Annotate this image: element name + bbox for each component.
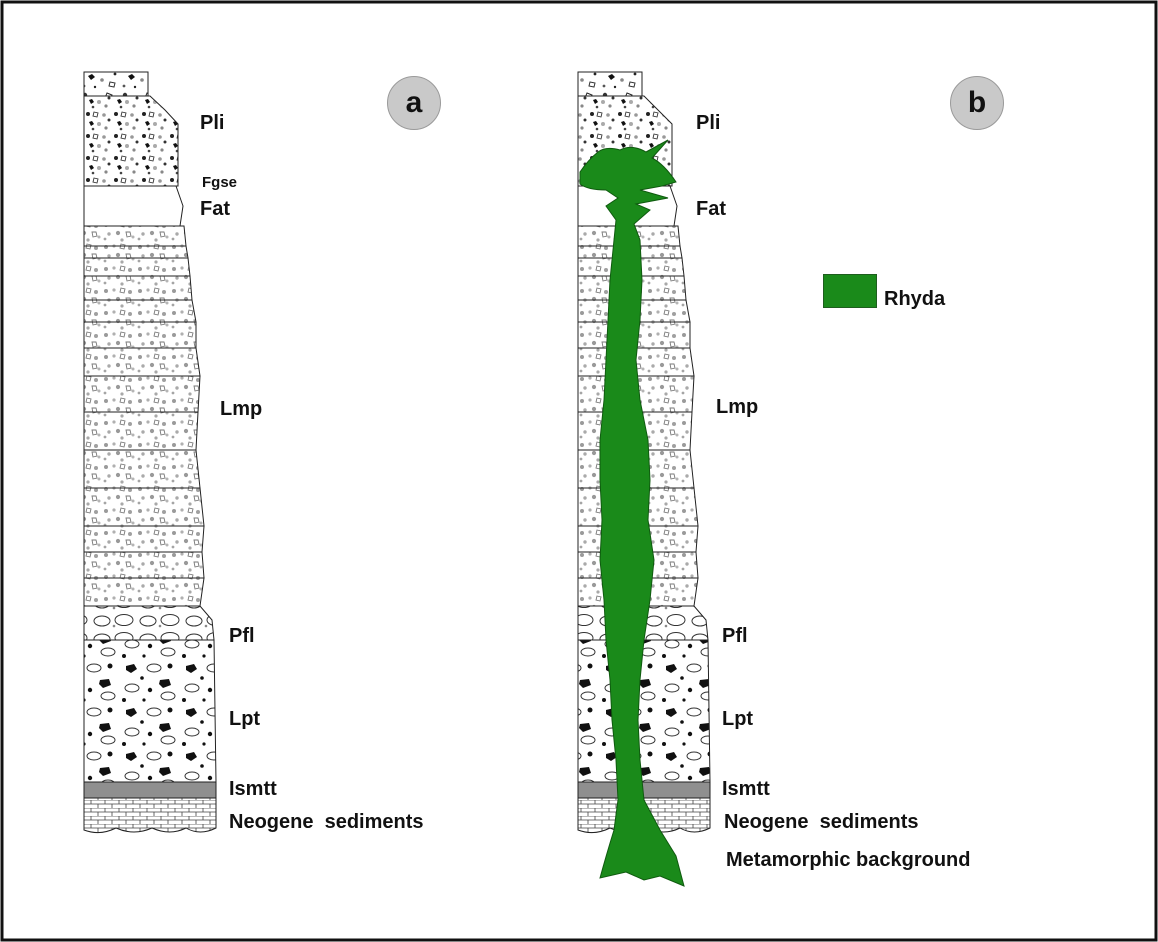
layer-pli-cap [84,72,148,96]
layer-pli-cap [578,72,642,96]
layer-fat [84,186,183,226]
layer-ismtt [84,782,216,798]
label-fgse-a: Fgse [202,175,237,190]
layer-pfl [84,606,214,640]
label-lmp-b: Lmp [716,397,758,417]
label-lmp-a: Lmp [220,399,262,419]
label-ismtt-a: Ismtt [229,779,277,799]
label-fat-b: Fat [696,199,726,219]
panel-a-badge: a [387,76,441,130]
label-ismtt-b: Ismtt [722,779,770,799]
layer-pli [84,96,178,186]
layer-lpt [578,640,710,782]
layer-lmp [84,226,204,606]
label-fat-a: Fat [200,199,230,219]
label-pli-a: Pli [200,113,224,133]
label-neogene-a: Neogene sediments [229,812,424,832]
label-lpt-b: Lpt [722,709,753,729]
legend-swatch-rhyda [823,274,877,308]
label-metamorphic-b: Metamorphic background [726,850,970,870]
label-pfl-a: Pfl [229,626,255,646]
label-lpt-a: Lpt [229,709,260,729]
label-pfl-b: Pfl [722,626,748,646]
layer-neogene [84,798,216,833]
panel-b-badge: b [950,76,1004,130]
label-neogene-b: Neogene sediments [724,812,919,832]
layer-lpt [84,640,216,782]
legend-label-rhyda: Rhyda [884,289,945,309]
label-pli-b: Pli [696,113,720,133]
